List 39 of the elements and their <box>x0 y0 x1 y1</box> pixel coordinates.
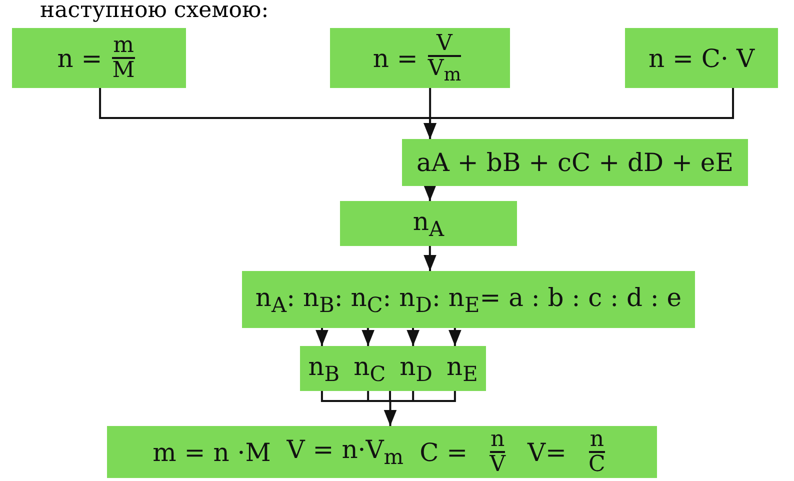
formula-text: n$_{B}$ <box>308 352 340 386</box>
arrow <box>362 328 374 346</box>
formula-box <box>340 201 517 246</box>
arrow <box>316 328 328 346</box>
intro-text: наступною схемою: <box>40 0 269 22</box>
formula-text: n = C· V <box>648 44 755 72</box>
formula-box <box>107 426 657 478</box>
arrow <box>406 328 420 346</box>
formula-text: V= <box>527 438 566 466</box>
formula-box <box>330 28 510 88</box>
arrow <box>424 246 436 271</box>
denominator: C <box>588 453 606 476</box>
formula-text: aA + bB + cC + dD + eE <box>416 148 734 177</box>
arrow <box>424 88 734 139</box>
numerator: n <box>490 428 505 451</box>
formula-text: n$_{A}$ <box>412 206 444 240</box>
denominator: V <box>490 453 506 476</box>
formula-box <box>242 271 695 328</box>
formula-box <box>402 139 748 186</box>
formula-text: n$_{D}$ <box>400 352 432 386</box>
denominator: M <box>112 59 135 82</box>
formula-box <box>300 346 486 391</box>
formula-text: n = <box>57 44 102 72</box>
formula-text: C = <box>420 438 468 466</box>
numerator: n <box>590 428 604 451</box>
arrow <box>384 391 397 426</box>
formula-text: n$_{C}$ <box>354 352 386 386</box>
formula-text: n = <box>372 44 418 72</box>
denominator: V$_{m}$ <box>428 56 462 84</box>
formula-box <box>625 28 778 88</box>
numerator: V <box>436 32 452 55</box>
formula-text: V = n·V$_{m}$ <box>286 435 404 469</box>
formula-box <box>12 28 186 88</box>
formula-text: n$_{E}$ <box>446 352 478 386</box>
arrow <box>448 328 462 346</box>
formula-text: n$_{A}$: n$_{B}$: n$_{C}$: n$_{D}$: n$_{E}$= a : b : c : d : e <box>255 282 682 316</box>
numerator: m <box>113 34 134 57</box>
arrow <box>424 185 436 201</box>
formula-text: m = n ·M <box>152 438 271 466</box>
